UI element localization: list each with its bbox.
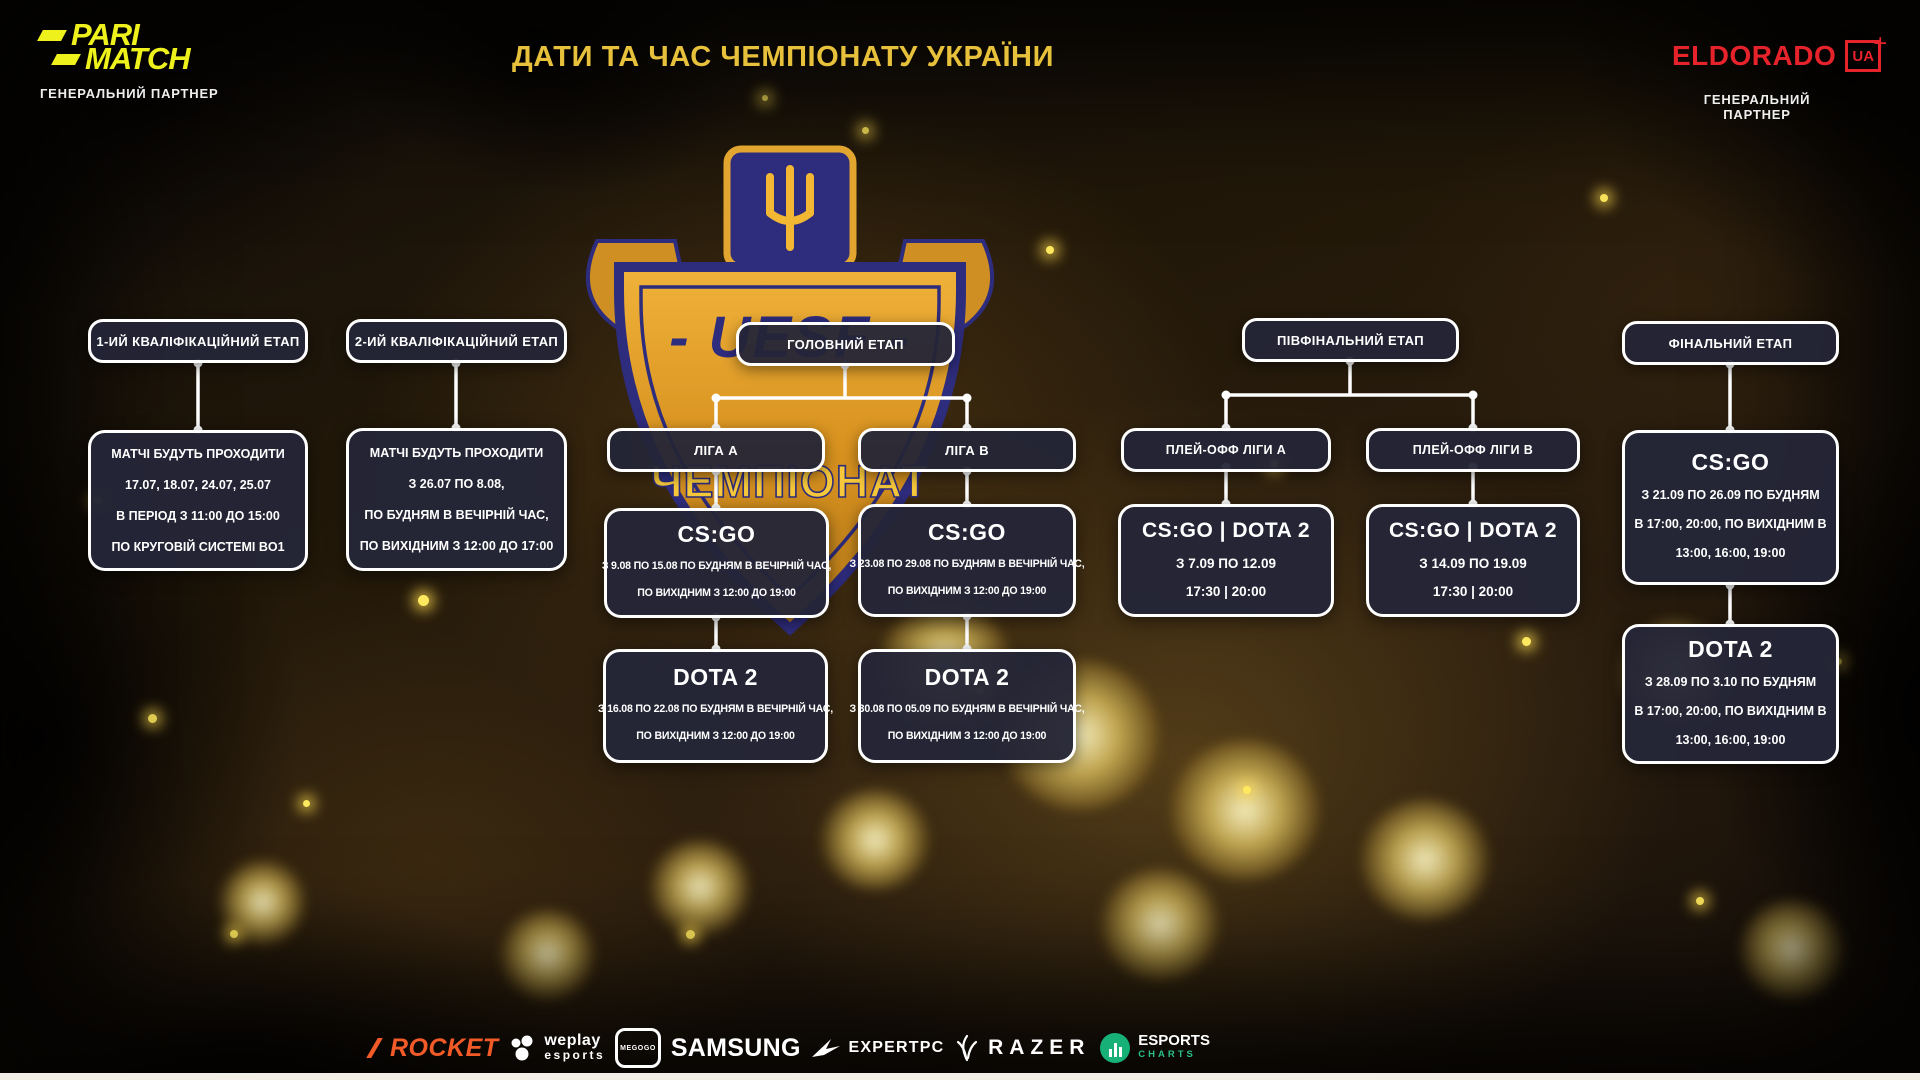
- page-title: ДАТИ ТА ЧАС ЧЕМПІОНАТУ УКРАЇНИ: [511, 41, 1055, 73]
- stage-label-final: ФІНАЛЬНИЙ ЕТАП: [1622, 321, 1839, 365]
- eldorado-plus-icon: +: [1873, 30, 1888, 57]
- card-qualifier-2: МАТЧІ БУДУТЬ ПРОХОДИТИ З 26.07 ПО 8.08, …: [346, 428, 567, 571]
- eldorado-logo: ELDORADO UA+: [1672, 30, 1887, 72]
- card-playoff-a: CS:GO | DOTA 2 З 7.09 ПО 12.09 17:30 | 2…: [1118, 504, 1334, 617]
- game-title: DOTA 2: [1688, 635, 1773, 662]
- card-playoff-b: CS:GO | DOTA 2 З 14.09 ПО 19.09 17:30 | …: [1366, 504, 1580, 617]
- right-partner-caption: ГЕНЕРАЛЬНИЙ ПАРТНЕР: [1703, 92, 1811, 122]
- game-title: CS:GO: [677, 521, 756, 547]
- sub-label-liga-a: ЛІГА A: [607, 428, 825, 472]
- card-liga-a-dota2: DOTA 2 З 16.08 ПО 22.08 ПО БУДНЯМ В ВЕЧІ…: [598, 649, 833, 763]
- game-title: CS:GO | DOTA 2: [1141, 518, 1311, 542]
- sub-label-playoff-a: ПЛЕЙ-ОФФ ЛІГИ A: [1121, 428, 1331, 472]
- stage-label-semifinal: ПІВФІНАЛЬНИЙ ЕТАП: [1242, 318, 1459, 362]
- expertpc-logo: EXPERTPC: [811, 1036, 945, 1060]
- parimatch-word-top: PARI: [71, 17, 140, 52]
- parimatch-logo: PARI MATCH: [37, 17, 191, 76]
- bottom-strip: [0, 1073, 1920, 1080]
- razer-snakes-icon: [957, 1034, 978, 1062]
- expertpc-wing-icon: [811, 1039, 840, 1057]
- eldorado-wordmark: ELDORADO: [1672, 40, 1837, 71]
- left-partner-caption: ГЕНЕРАЛЬНИЙ ПАРТНЕР: [40, 86, 219, 101]
- game-title: CS:GO | DOTA 2: [1388, 518, 1558, 542]
- esports-charts-logo: ESPORTS CHARTS: [1100, 1033, 1210, 1063]
- stage-label-main: ГОЛОВНИЙ ЕТАП: [736, 322, 955, 366]
- card-liga-b-csgo: CS:GO З 23.08 ПО 29.08 ПО БУДНЯМ В ВЕЧІР…: [850, 504, 1085, 617]
- card-liga-b-dota2: DOTA 2 З 30.08 ПО 05.09 ПО БУДНЯМ В ВЕЧІ…: [850, 649, 1085, 763]
- game-title: CS:GO: [1691, 449, 1770, 475]
- eldorado-ua-badge: UA+: [1845, 30, 1887, 72]
- esports-charts-icon: [1100, 1033, 1131, 1063]
- rocket-logo: ROCKET: [366, 1034, 499, 1063]
- stage-label-qualifier-2: 2-ИЙ КВАЛІФІКАЦІЙНИЙ ЕТАП: [346, 319, 567, 363]
- game-title: DOTA 2: [673, 664, 758, 690]
- razer-logo: RAZER: [954, 1034, 1090, 1062]
- sub-label-playoff-b: ПЛЕЙ-ОФФ ЛІГИ B: [1366, 428, 1580, 472]
- card-final-csgo: CS:GO З 21.09 ПО 26.09 ПО БУДНЯМ В 17:00…: [1622, 430, 1839, 585]
- sponsor-bar: ROCKET weplay esports MEGOGO SAMSUNG EXP…: [366, 1018, 1210, 1078]
- samsung-logo: SAMSUNG: [670, 1033, 801, 1062]
- weplay-dots-icon: [511, 1035, 533, 1061]
- megogo-logo: MEGOGO: [615, 1028, 662, 1068]
- sub-label-liga-b: ЛІГА B: [858, 428, 1076, 472]
- parimatch-word-bottom: MATCH: [85, 41, 191, 76]
- card-final-dota2: DOTA 2 З 28.09 ПО 3.10 ПО БУДНЯМ В 17:00…: [1622, 624, 1839, 764]
- card-liga-a-csgo: CS:GO З 9.08 ПО 15.08 ПО БУДНЯМ В ВЕЧІРН…: [602, 508, 831, 618]
- game-title: CS:GO: [928, 518, 1006, 545]
- game-title: DOTA 2: [924, 664, 1010, 690]
- weplay-logo: weplay esports: [508, 1033, 605, 1063]
- stage-label-qualifier-1: 1-ИЙ КВАЛІФІКАЦІЙНИЙ ЕТАП: [88, 319, 308, 363]
- card-qualifier-1: МАТЧІ БУДУТЬ ПРОХОДИТИ 17.07, 18.07, 24.…: [88, 430, 308, 571]
